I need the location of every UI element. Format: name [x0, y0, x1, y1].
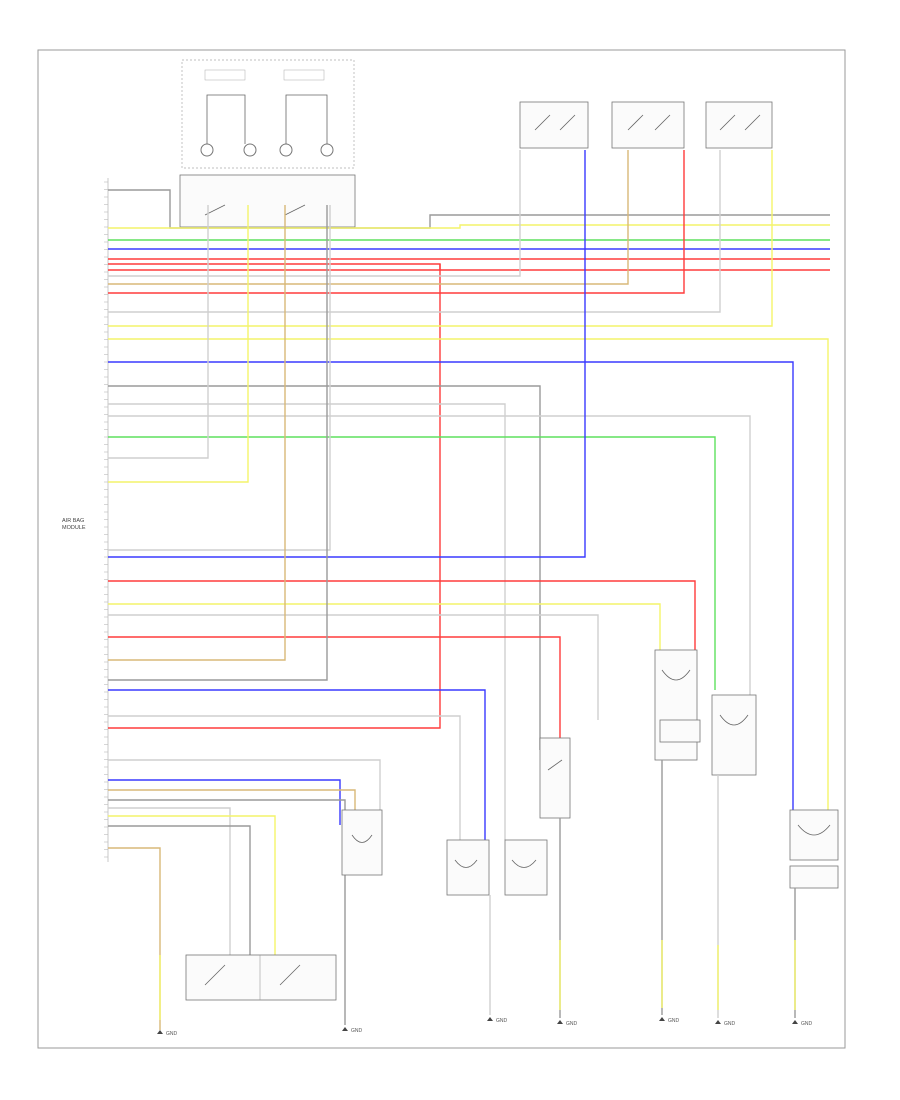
wire-red-sensor2 — [108, 150, 685, 294]
wire-yellow-mid — [108, 603, 661, 650]
wire-lgray-8 — [108, 715, 461, 840]
wire-lgray-5 — [108, 205, 209, 459]
wire-blue-low — [108, 779, 341, 825]
top-sensor-2 — [611, 101, 685, 149]
occupant-sensor-2 — [504, 839, 548, 896]
wire-red-mid — [108, 580, 696, 650]
wire-yellow-low — [108, 815, 276, 955]
occupant-sensor-1 — [446, 839, 490, 896]
wire-gray-3 — [108, 205, 328, 681]
wire-red-long — [108, 263, 441, 729]
wire-blue-mid — [108, 689, 486, 845]
clock-spring-component — [179, 59, 356, 228]
ground-symbol — [342, 1027, 348, 1031]
wire-tan-bottom — [108, 847, 161, 1020]
wire-blue-right — [108, 361, 794, 810]
ground-symbol — [715, 1020, 721, 1024]
wire-lgray-low — [108, 807, 231, 955]
module-label-line2: MODULE — [62, 525, 86, 531]
module-pin-ticks — [104, 181, 108, 858]
wire-gray-2 — [108, 385, 541, 750]
driver-side-airbag — [789, 809, 839, 889]
wire-lgray-7 — [108, 614, 599, 720]
ground-symbol — [659, 1017, 665, 1021]
ground-wire-yellow-sections — [159, 940, 796, 1020]
ground-label: GND — [566, 1021, 578, 1027]
wire-lgray-4 — [108, 415, 751, 700]
ground-label: GND — [668, 1018, 680, 1024]
ground-symbol-group: GND GND GND GND GND GND GND — [157, 1017, 813, 1037]
wire-red-mid2 — [108, 636, 561, 740]
ground-symbol — [792, 1020, 798, 1024]
module-label-line1: AIR BAG — [62, 518, 84, 524]
wire-yellow-1 — [108, 224, 830, 229]
ground-symbol — [487, 1017, 493, 1021]
wire-tan-sensor2 — [108, 150, 629, 285]
side-sensor-left — [539, 737, 571, 819]
diagram-frame — [37, 49, 846, 1049]
wire-gray-low2 — [108, 825, 251, 955]
wire-yellow-clock — [108, 205, 249, 483]
seat-position-sensor — [341, 809, 383, 876]
wire-lgray-1 — [108, 150, 721, 313]
wire-gray-low — [108, 799, 346, 960]
ground-label: GND — [351, 1028, 363, 1034]
ground-symbol — [557, 1020, 563, 1024]
seat-belt-switches — [185, 954, 337, 1001]
top-sensor-1 — [519, 101, 589, 149]
wire-tan-clock — [108, 205, 286, 661]
top-sensor-3 — [705, 101, 773, 149]
ground-label: GND — [496, 1018, 508, 1024]
passenger-airbag — [654, 649, 701, 761]
wire-group — [108, 150, 830, 1020]
wire-gray-sensor1 — [108, 150, 521, 277]
ground-label: GND — [801, 1021, 813, 1027]
wire-lgray-9 — [108, 759, 381, 835]
wire-green-right — [108, 436, 716, 690]
wire-blue-sensor1 — [108, 150, 586, 558]
wire-lgray-3 — [108, 403, 506, 840]
ground-label: GND — [166, 1031, 178, 1037]
ground-label: GND — [724, 1021, 736, 1027]
wire-yellow-right — [108, 338, 829, 810]
wire-lgray-6 — [108, 205, 331, 551]
side-airbag-right — [711, 694, 757, 776]
ground-symbol — [157, 1030, 163, 1034]
